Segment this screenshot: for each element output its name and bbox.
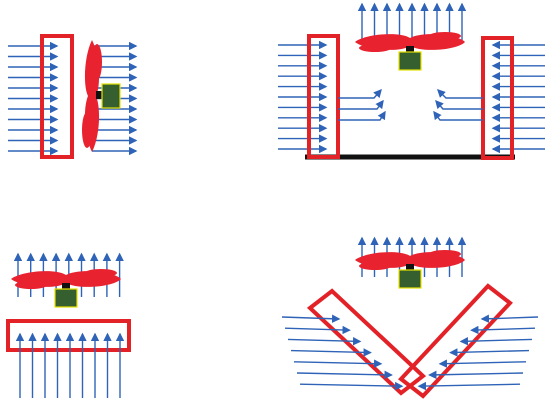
configuration-top-right	[278, 2, 545, 160]
inlet-arrow-left	[284, 325, 351, 335]
inlet-arrow-right	[470, 325, 536, 335]
fan-blade-lobe	[359, 262, 391, 270]
inlet-arrow-left	[281, 314, 341, 323]
fan-hub	[406, 264, 414, 271]
inlet-arrow-right	[438, 359, 527, 368]
configuration-top-left	[8, 34, 138, 159]
turning-arrow-left	[338, 110, 386, 121]
inlet-arrow-left	[296, 370, 393, 380]
turning-arrow-right	[437, 89, 483, 99]
fan-hub	[62, 283, 70, 290]
heat-exchanger-icon-left	[306, 288, 427, 396]
heat-exchanger-icon	[6, 319, 131, 352]
inlet-arrow-left	[293, 359, 383, 368]
turning-arrow-left	[338, 99, 384, 110]
inlet-arrow-left	[290, 348, 372, 357]
fan-icon	[82, 40, 121, 152]
motor-icon	[101, 83, 121, 109]
inlet-arrow-right	[417, 381, 521, 391]
inlet-arrow-right	[459, 337, 533, 346]
turning-arrow-right	[435, 99, 483, 110]
fan-blade-lobe	[92, 44, 102, 80]
motor-icon	[54, 288, 78, 308]
fan-hub	[96, 91, 103, 99]
fan-blade-lobe	[359, 44, 391, 52]
motor-icon	[398, 51, 422, 71]
fan-blade-lobe	[429, 32, 461, 40]
fan-blade-lobe	[82, 112, 92, 148]
fan-icon	[11, 269, 121, 308]
inlet-arrow-right	[480, 314, 539, 323]
fan-blade-lobe	[429, 250, 461, 258]
inlet-arrow-right	[449, 348, 530, 357]
heat-exchanger-icon	[40, 34, 74, 159]
fan-icon	[355, 32, 465, 71]
heat-exchanger-icon-left	[307, 34, 340, 159]
motor-icon	[398, 269, 422, 289]
heat-exchanger-icon-right	[398, 283, 513, 399]
inlet-arrow-left	[287, 337, 362, 346]
fan-hub	[406, 46, 414, 53]
inlet-arrow-right	[428, 370, 524, 380]
configuration-bottom-right	[281, 236, 539, 399]
fan-icon	[355, 250, 465, 289]
configuration-bottom-left	[6, 252, 131, 398]
inlet-arrow-left	[299, 381, 404, 391]
turning-arrow-right	[433, 110, 483, 121]
turning-arrow-left	[338, 88, 382, 99]
fan-blade-lobe	[85, 269, 117, 277]
fan-blade-lobe	[15, 281, 47, 289]
